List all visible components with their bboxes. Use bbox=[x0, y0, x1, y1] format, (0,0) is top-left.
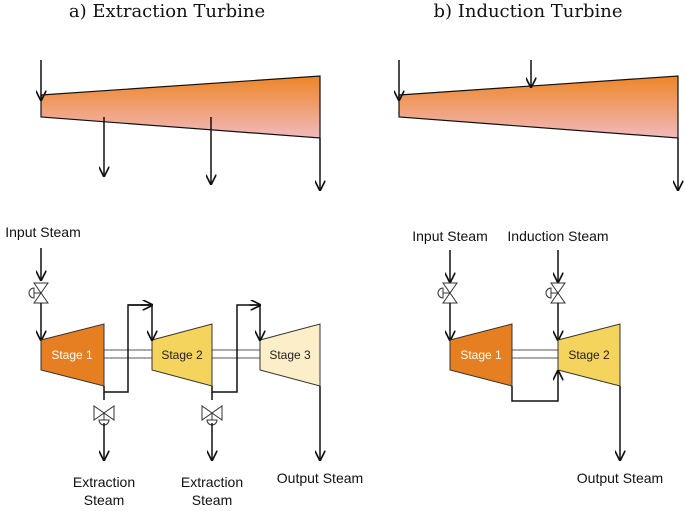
stage-2-a-label: Stage 2 bbox=[161, 348, 203, 362]
extraction-turbine-body bbox=[41, 60, 320, 190]
connector-stage1-stage2 bbox=[103, 305, 152, 393]
control-valve-icon bbox=[28, 282, 49, 304]
connector-stage2-stage3 bbox=[211, 305, 260, 393]
induction-turbine-body bbox=[399, 60, 678, 190]
stage-3-a-label: Stage 3 bbox=[269, 348, 311, 362]
label-input-steam-b: Input Steam bbox=[412, 228, 488, 244]
control-valve-icon bbox=[437, 282, 458, 304]
label-extraction-1-line2: Steam bbox=[84, 492, 124, 508]
title-induction-turbine: b) Induction Turbine bbox=[433, 1, 622, 22]
shaft-b-12 bbox=[511, 349, 559, 359]
label-output-steam-b: Output Steam bbox=[577, 470, 663, 486]
label-extraction-2-line1: Extraction bbox=[181, 474, 243, 490]
control-valve-icon bbox=[545, 282, 566, 304]
stage-1-a-label: Stage 1 bbox=[51, 348, 93, 362]
label-extraction-1-line1: Extraction bbox=[73, 474, 135, 490]
label-input-steam-a: Input Steam bbox=[5, 224, 81, 240]
label-output-steam-a: Output Steam bbox=[277, 470, 363, 486]
stage-1-b-label: Stage 1 bbox=[460, 348, 502, 362]
connector-b-stage1-stage2 bbox=[511, 371, 558, 402]
title-extraction-turbine: a) Extraction Turbine bbox=[69, 1, 265, 22]
label-extraction-2-line2: Steam bbox=[192, 492, 232, 508]
stage-2-b-label: Stage 2 bbox=[568, 348, 610, 362]
control-valve-icon bbox=[201, 405, 223, 426]
label-induction-steam: Induction Steam bbox=[507, 228, 608, 244]
control-valve-icon bbox=[93, 405, 115, 426]
shaft-a-23 bbox=[211, 349, 261, 359]
